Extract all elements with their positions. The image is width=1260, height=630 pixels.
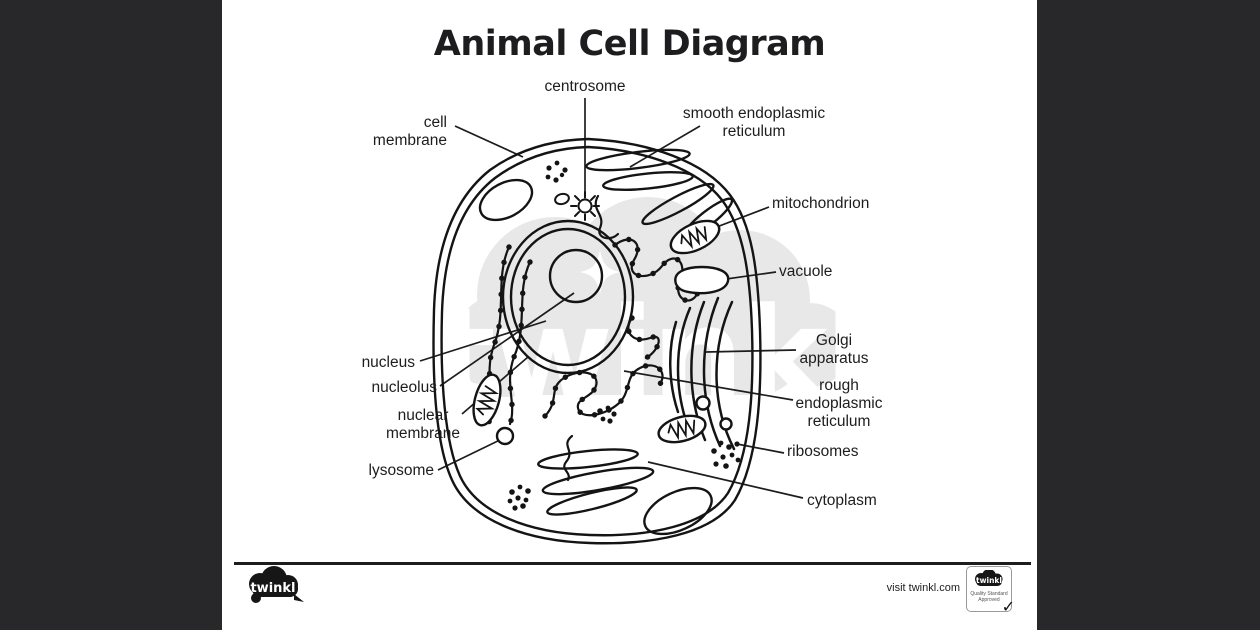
quality-badge-line1: Quality Standard [970,591,1008,597]
centrosome-shape [554,191,600,221]
smooth-er-shape [585,148,734,240]
nucleus-shape [501,219,635,375]
leader-cell-membrane [454,125,524,158]
letterbox-right [1037,0,1260,630]
mitochondrion-top-shape [669,219,721,255]
smooth-er-bottom-shape [537,434,655,516]
mitochondrion-bottom-shape [657,414,707,444]
label-rough-endoplasmic-reticulum: rough endoplasmic reticulum [795,377,883,430]
watermark-star-icon [580,250,620,294]
quality-badge-logo-text: twinkl [976,576,1002,585]
label-ribosomes: ribosomes [787,443,859,460]
label-cell-membrane: cell membrane [372,114,447,149]
page-title: Animal Cell Diagram [433,24,826,64]
vacuole-shape [674,265,730,295]
footer-divider [234,562,1031,565]
letterbox-left [0,0,222,630]
twinkl-logo: twinkl [244,566,308,612]
mitochondrion-left-shape [472,373,502,427]
label-mitochondrion: mitochondrion [772,195,870,212]
twinkl-logo-text: twinkl [250,581,295,596]
vesicle-small-1 [695,395,711,411]
label-cytoplasm: cytoplasm [807,492,877,509]
quality-badge: twinkl Quality Standard Approved ✓ [966,566,1015,616]
label-smooth-endoplasmic-reticulum: smooth endoplasmic reticulum [682,105,826,140]
leader-cytoplasm [647,461,804,499]
quality-badge-cloud-icon: twinkl [971,570,1007,590]
nuclear-membrane-outer [501,219,635,375]
nucleolus-shape [548,248,604,304]
nuclear-membrane-inner [509,227,627,367]
leader-lysosome [437,437,505,471]
cell-membrane-shape [432,137,762,545]
vesicle-top-left-shape [478,178,534,222]
label-nucleus: nucleus [361,354,415,371]
ribosomes-dots [507,160,741,511]
label-vacuole: vacuole [779,263,833,280]
checkmark-icon: ✓ [1001,599,1015,616]
visit-twinkl-text: visit twinkl.com [886,582,960,594]
label-golgi-apparatus: Golgi apparatus [799,332,869,367]
label-centrosome: centrosome [544,78,626,95]
lysosome-shape [495,426,515,446]
quality-badge-line2: Approved [978,597,1000,603]
golgi-apparatus-shape [669,296,736,451]
leader-smooth-er [629,125,701,168]
label-nuclear-membrane: nuclear membrane [385,407,461,442]
leader-golgi [705,349,797,353]
vesicle-bottom-right-shape [643,486,713,536]
leader-rough-er [623,370,794,401]
leader-nucleolus [439,292,575,387]
label-lysosome: lysosome [368,462,434,479]
rough-er-right-shape [542,236,701,419]
label-nucleolus: nucleolus [371,379,438,396]
vesicle-small-2 [719,417,733,431]
